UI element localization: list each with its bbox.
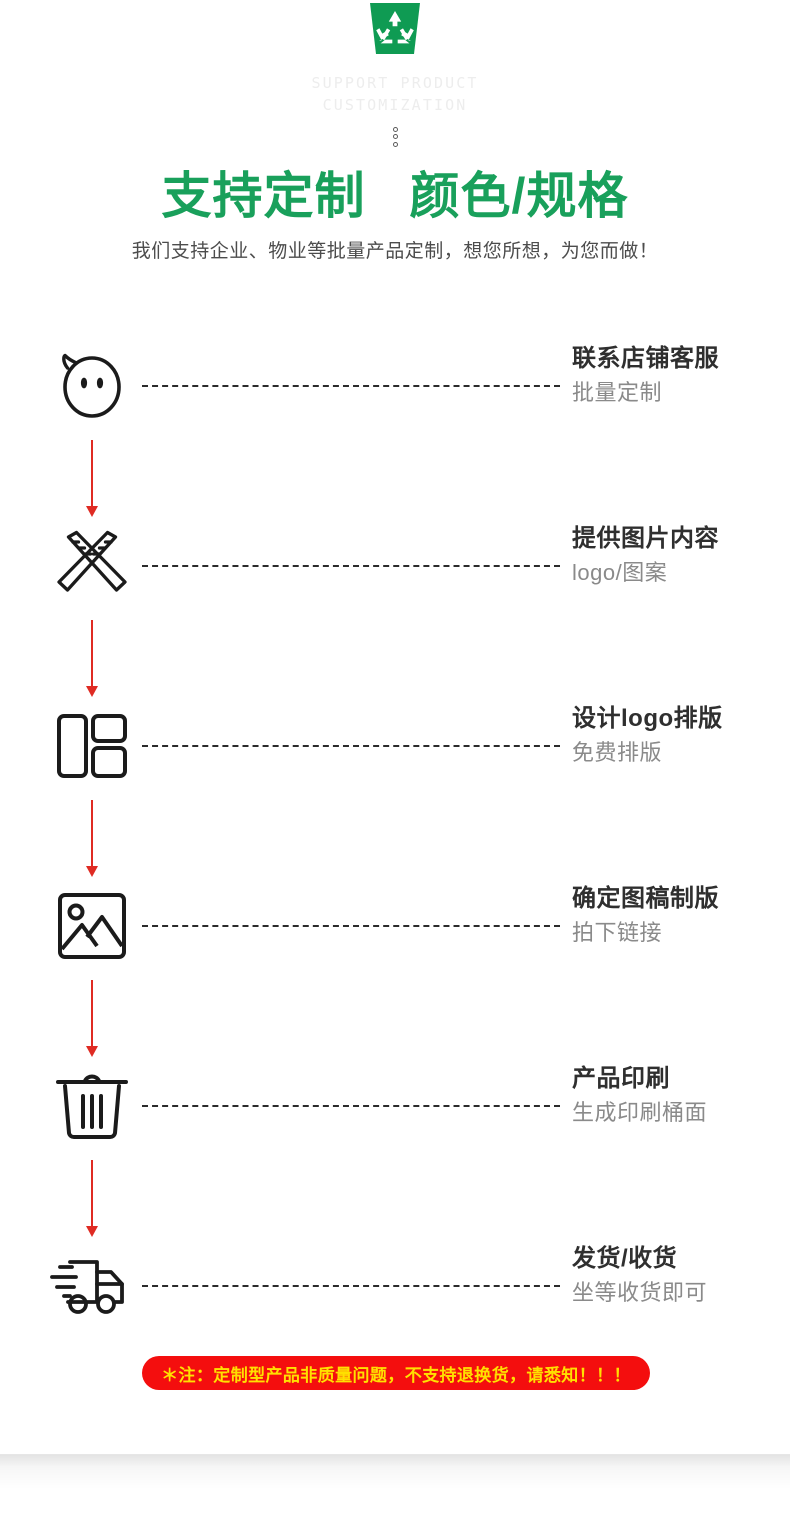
process-step: 提供图片内容 logo/图案: [0, 520, 790, 700]
trash-bin-icon: [46, 1060, 138, 1152]
process-step: 联系店铺客服 批量定制: [0, 340, 790, 520]
process-step-text: 确定图稿制版 拍下链接: [572, 882, 787, 950]
process-step: 发货/收货 坐等收货即可: [0, 1240, 790, 1360]
process-step-text: 设计logo排版 免费排版: [572, 702, 787, 770]
connector-dashed-line: [142, 1105, 560, 1107]
page-title: 支持定制颜色/规格: [0, 166, 790, 226]
process-step-text: 联系店铺客服 批量定制: [572, 342, 787, 410]
speech-bubble-face-icon: [46, 340, 138, 432]
connector-dashed-line: [142, 745, 560, 747]
process-step-title: 确定图稿制版: [572, 885, 719, 912]
process-step-title: 设计logo排版: [572, 705, 723, 732]
delivery-truck-icon: [46, 1240, 138, 1332]
layout-grid-icon: [46, 700, 138, 792]
bottom-divider: [0, 1454, 790, 1455]
decoration-dot: [392, 134, 398, 139]
bottom-shadow: [0, 1455, 790, 1489]
flow-arrow-down-icon: [86, 1160, 98, 1237]
page-subtitle: 我们支持企业、物业等批量产品定制，想您所想，为您而做！: [131, 241, 659, 262]
english-tagline-line1: SUPPORT PRODUCT: [311, 74, 479, 92]
process-step-subtitle: logo/图案: [572, 560, 668, 585]
process-step-text: 发货/收货 坐等收货即可: [572, 1242, 787, 1310]
image-picture-icon: [46, 880, 138, 972]
recycle-bin-icon: [367, 2, 423, 56]
process-step-title: 发货/收货: [572, 1245, 678, 1272]
process-step-title: 联系店铺客服: [572, 345, 719, 372]
pencil-ruler-icon: [46, 520, 138, 612]
connector-dashed-line: [142, 385, 560, 387]
flow-arrow-down-icon: [86, 620, 98, 697]
connector-dashed-line: [142, 925, 560, 927]
flow-arrow-down-icon: [86, 980, 98, 1057]
process-step-subtitle: 拍下链接: [572, 920, 663, 945]
process-step-title: 提供图片内容: [572, 525, 719, 552]
dot-decoration: [0, 124, 790, 147]
process-step-list: 联系店铺客服 批量定制: [0, 340, 790, 1360]
flow-arrow-down-icon: [86, 800, 98, 877]
process-step-subtitle: 批量定制: [572, 380, 663, 405]
decoration-dot: [392, 141, 398, 147]
process-step-title: 产品印刷: [572, 1065, 670, 1092]
page-title-part2: 颜色/规格: [409, 168, 629, 224]
process-step: 产品印刷 生成印刷桶面: [0, 1060, 790, 1240]
process-step-subtitle: 生成印刷桶面: [572, 1100, 708, 1125]
process-step: 设计logo排版 免费排版: [0, 700, 790, 880]
process-step-text: 提供图片内容 logo/图案: [572, 522, 787, 590]
connector-dashed-line: [142, 1285, 560, 1287]
decoration-dot: [392, 126, 398, 132]
connector-dashed-line: [142, 565, 560, 567]
notice-banner: ＊注：定制型产品非质量问题，不支持退换货，请悉知！！！: [142, 1356, 650, 1390]
process-step-subtitle: 坐等收货即可: [572, 1280, 708, 1305]
page-title-part1: 支持定制: [161, 168, 366, 224]
process-step: 确定图稿制版 拍下链接: [0, 880, 790, 1060]
process-step-text: 产品印刷 生成印刷桶面: [572, 1062, 787, 1130]
english-tagline-line2: CUSTOMIZATION: [322, 96, 468, 114]
flow-arrow-down-icon: [86, 440, 98, 517]
process-step-subtitle: 免费排版: [572, 740, 663, 765]
